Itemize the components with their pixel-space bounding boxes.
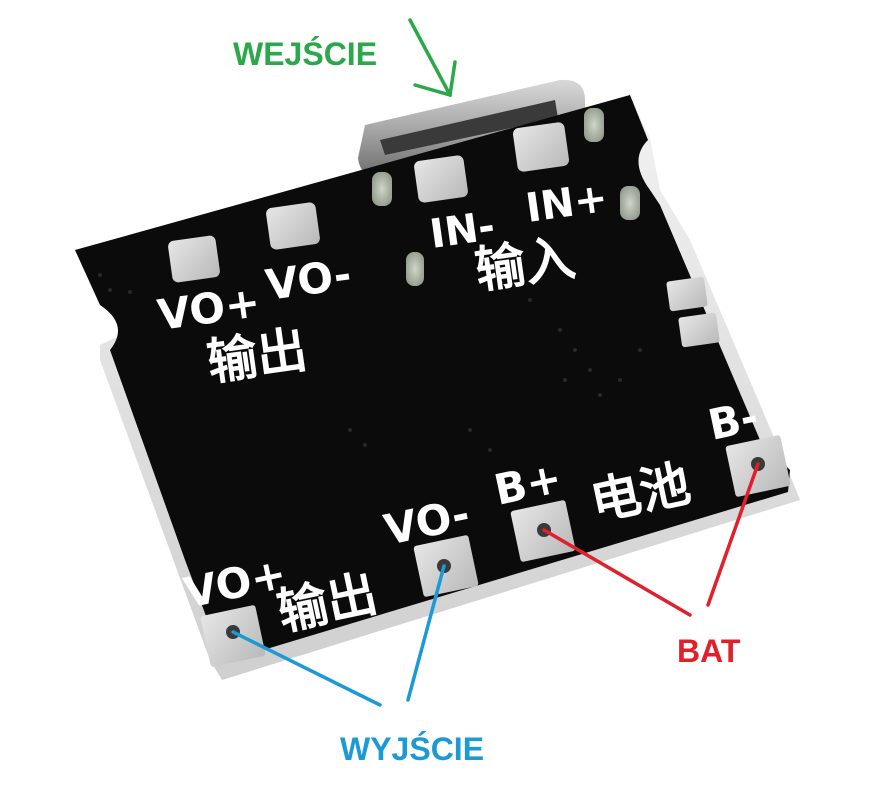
- annotation-arrows: [231, 18, 760, 707]
- output-arrow-right: [406, 564, 446, 702]
- leds: [372, 108, 640, 286]
- label-in-minus: IN-: [427, 203, 498, 258]
- label-vo-minus-top: VO-: [263, 249, 355, 309]
- bottom-pads: [200, 435, 791, 667]
- battery-arrow-left: [542, 528, 692, 617]
- vias: [98, 273, 642, 452]
- label-b-minus: B-: [704, 392, 763, 450]
- label-output-cn-top: 输出: [204, 321, 311, 392]
- top-pads: [168, 122, 720, 348]
- pcb-board: [75, 95, 790, 660]
- battery-annotation: BAT: [677, 633, 741, 669]
- usb-c-connector: [358, 79, 585, 176]
- input-arrow: [408, 18, 457, 98]
- label-input-cn: 输入: [472, 229, 579, 300]
- input-annotation: WEJŚCIE: [233, 36, 377, 72]
- output-annotation: WYJŚCIE: [340, 731, 484, 767]
- label-in-plus: IN+: [523, 175, 610, 232]
- battery-arrow-right: [706, 462, 760, 607]
- output-arrow-left: [231, 630, 382, 707]
